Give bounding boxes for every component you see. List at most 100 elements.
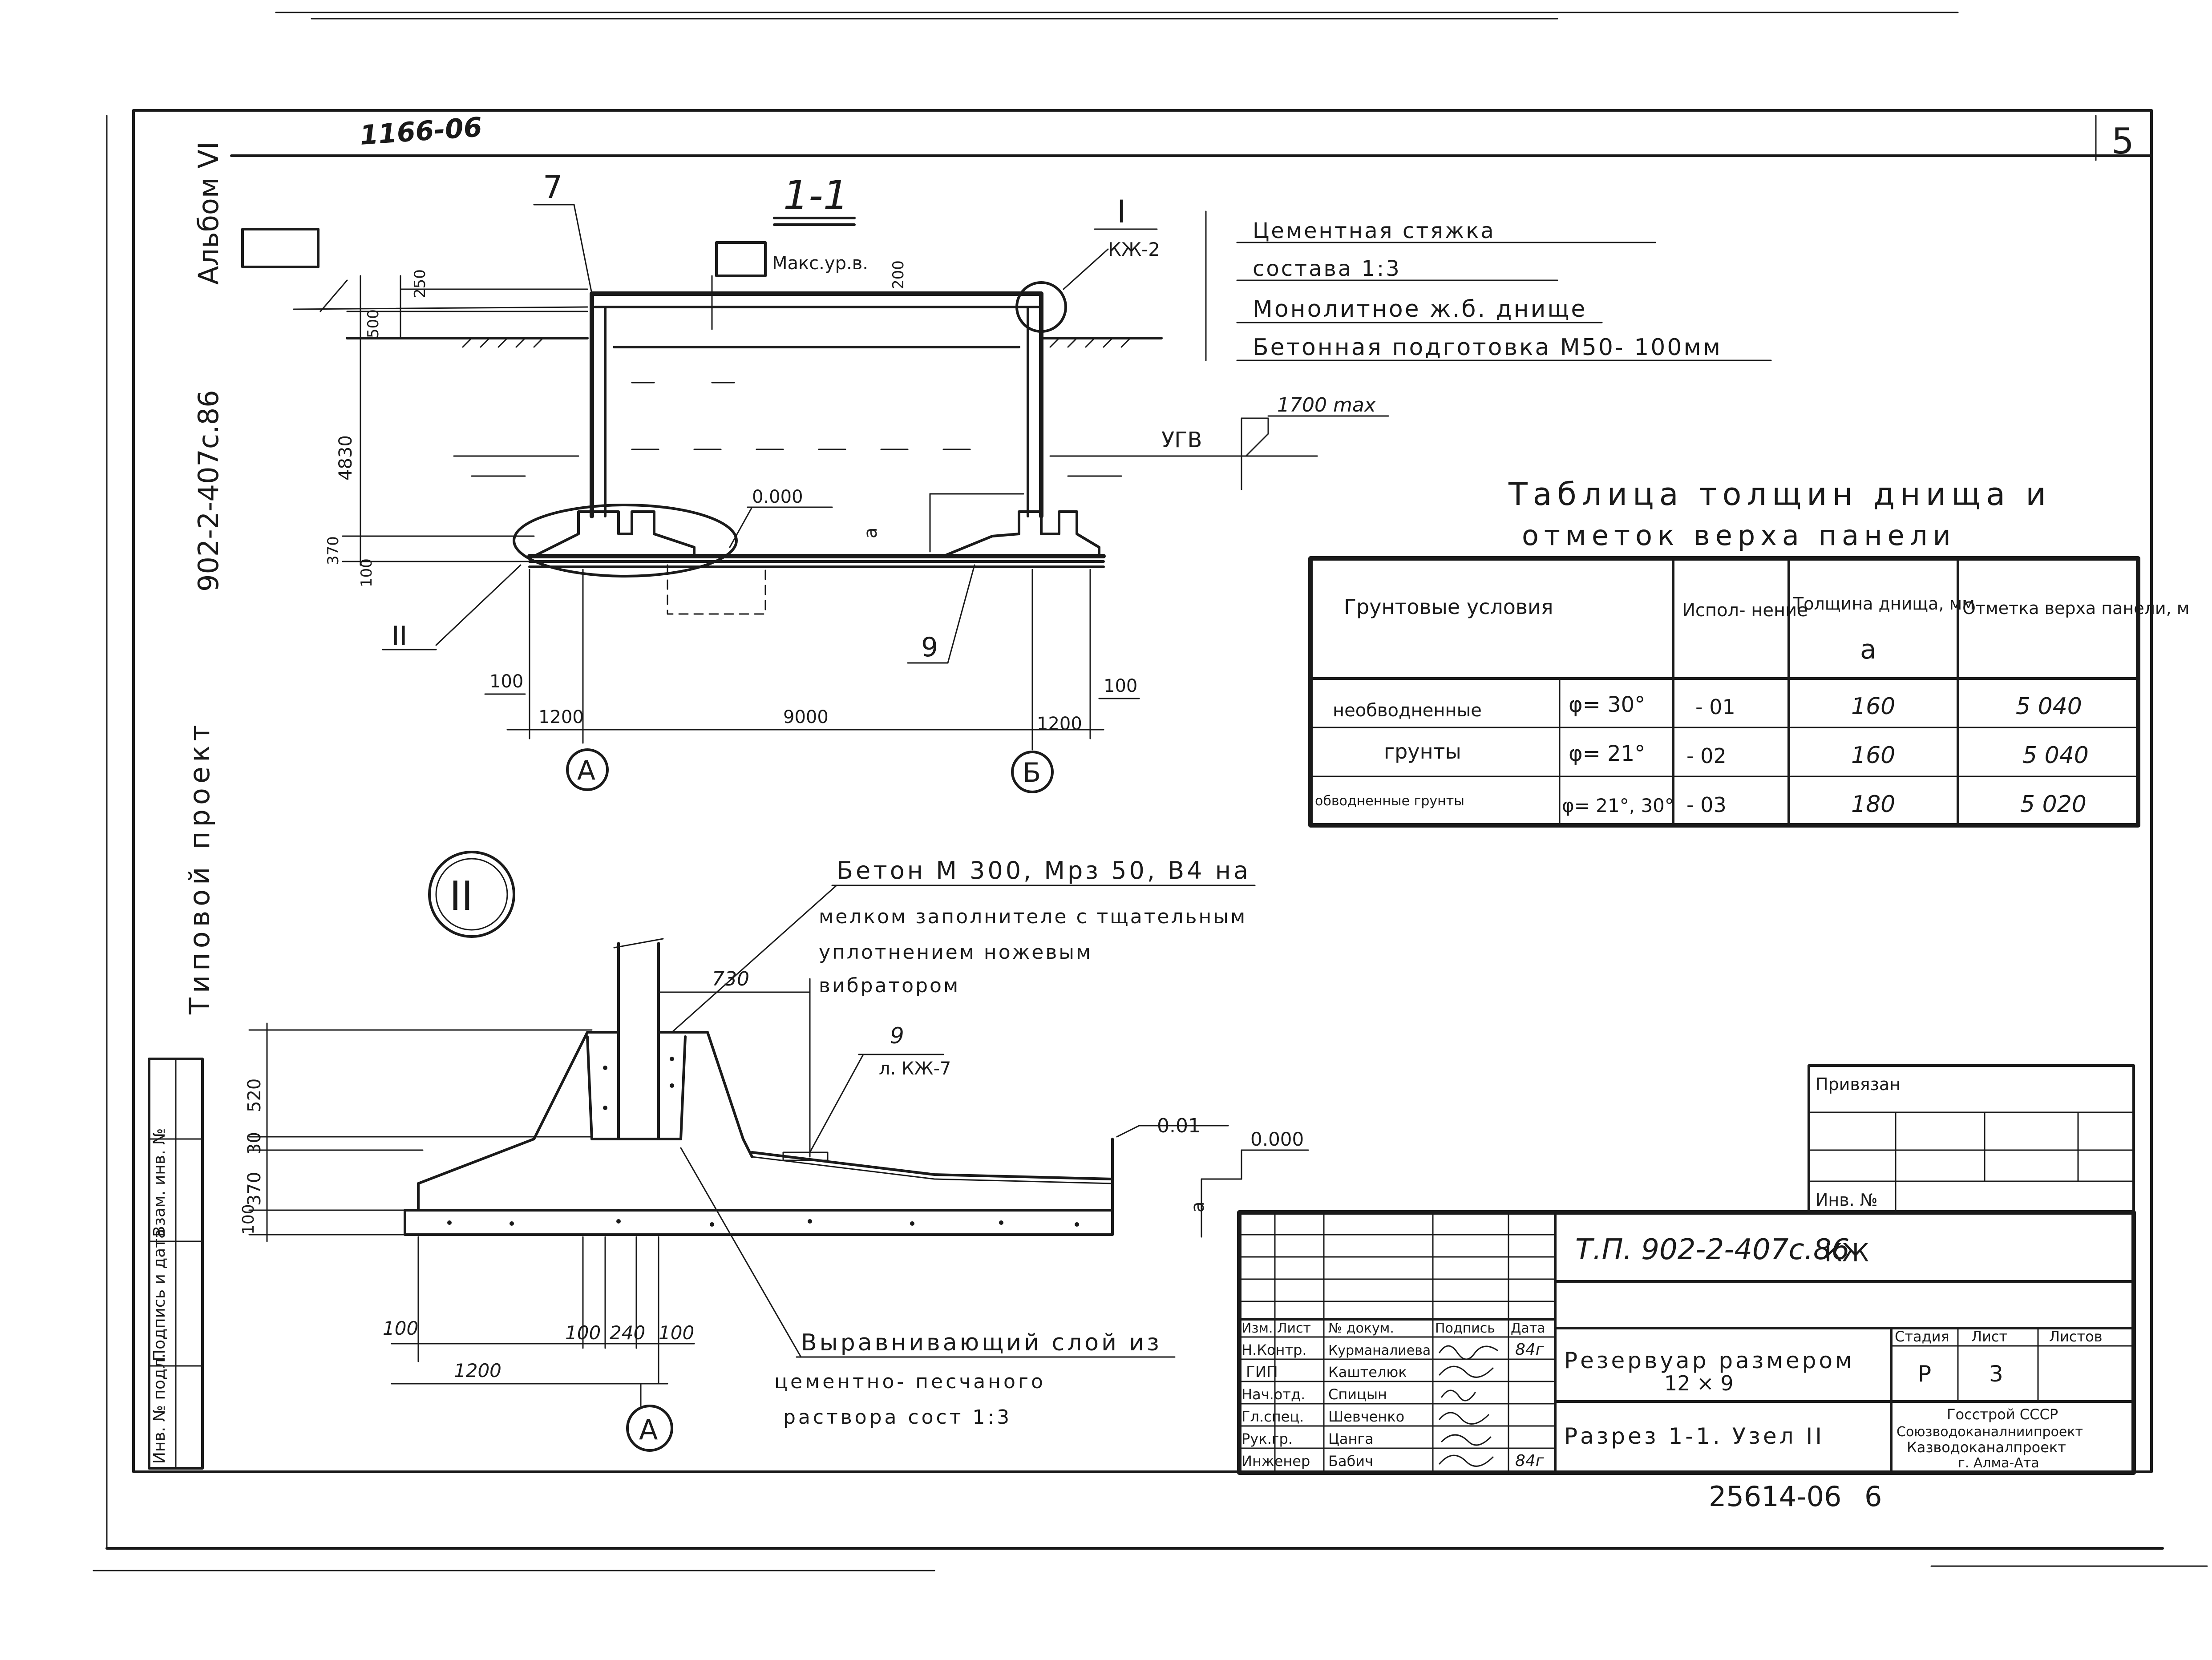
dim-100-detail: 100 [239,1204,258,1235]
dim-30: 30 [244,1132,265,1155]
org-1: Госстрой СССР [1947,1406,2058,1423]
col-mark: Отметка верха панели, м [1962,598,2189,618]
ref-sheet: л. КЖ-7 [879,1058,951,1079]
dim-1200-left: 1200 [538,707,584,727]
col-thickness-sym: а [1860,634,1876,665]
reservoir-title-1: Резервуар размером [1564,1348,1855,1373]
staff-role-2: ГИП [1246,1363,1278,1381]
leveling-note-1: Выравнивающий слой из [801,1329,1162,1356]
callout-9: 9 [921,632,938,663]
layer-4: Бетонная подготовка М50- 100мм [1253,334,1722,361]
sheet-label: Лист [1971,1328,2007,1345]
reservoir-title-2: 12 × 9 [1664,1371,1734,1395]
col-variant: Испол- нение [1682,600,1808,621]
mark-0000: 0.000 [752,487,803,507]
node-I-sheet: КЖ-2 [1108,238,1160,260]
thickness-table [1308,556,2140,828]
dim-500: 500 [364,309,382,338]
doc-code: Т.П. 902-2-407с.86 [1575,1233,1849,1266]
row3-soil: обводненные грунты [1315,793,1464,809]
layer-legend: Цементная стяжка состава 1:3 Монолитное … [1205,210,1772,361]
row2-phi: φ= 21° [1569,741,1645,766]
album-label: Альбом VI [192,141,225,285]
archive-sheet: 6 [1864,1480,1882,1513]
leveling-note-3: раствора сост 1:3 [783,1406,1012,1429]
strip-replace-label: Взам. инв. № [150,1128,169,1237]
hdr-izm: Изм. [1241,1321,1273,1336]
layer-3: Монолитное ж.б. днище [1253,296,1587,323]
concrete-dots [447,1057,1079,1227]
axis-B: Б [1023,757,1041,788]
row2-thickness: 160 [1851,742,1895,769]
dim-100-a: 100 [383,1317,418,1339]
col-thickness: Толщина днища, мм [1793,594,1975,614]
staff-name-2: Каштелюк [1328,1364,1407,1381]
org-3: Казводоканалпроект [1907,1439,2066,1456]
detail-label-a: а [1188,1201,1208,1212]
strip-sign-label: Подпись и дата [150,1229,169,1361]
concrete-note-4: вибратором [819,974,960,997]
row3-thickness: 180 [1851,791,1895,818]
staff-role-5: Рук.гр. [1241,1430,1293,1447]
staff-name-5: Цанга [1328,1430,1374,1447]
row2-variant: - 02 [1686,744,1727,768]
staff-date-1: 84г [1515,1341,1545,1359]
concrete-note-3: уплотнением ножевым [819,941,1092,964]
col-soil: Грунтовые условия [1344,595,1553,619]
detail-mark-0000: 0.000 [1250,1128,1304,1150]
stage-label: Стадия [1895,1328,1949,1345]
dim-370-detail: 370 [244,1172,265,1206]
staff-name-4: Шевченко [1328,1408,1404,1425]
dim-9000: 9000 [783,707,829,727]
staff-role-6: Инженер [1241,1453,1310,1470]
dim-730: 730 [712,968,749,990]
org-2: Союзводоканалниипроект [1897,1424,2083,1440]
node-II-detail: II Бетон М [239,851,1309,1452]
dim-100: 100 [358,558,376,587]
project-type-label: Типовой проект [183,720,216,1015]
row3-variant: - 03 [1686,793,1727,817]
max-level-label: Макс.ур.в. [772,253,868,274]
binding-block [1808,1064,2135,1214]
dim-370: 370 [324,536,342,565]
sheet-value: 3 [1989,1361,2003,1387]
dim-100-b: 100 [565,1322,601,1344]
row2-mark: 5 040 [2022,742,2089,769]
title-block [1237,1210,2136,1475]
table-title-1: Таблица толщин днища и [1508,476,2051,513]
sheet-frame [93,12,2208,1571]
section-title: 1-1 [783,172,849,219]
left-strip [148,1058,204,1470]
dim-200: 200 [890,260,907,289]
hdr-doc: № докум. [1328,1321,1394,1336]
sheet-number: 5 [2111,121,2134,162]
detail-axis-A: А [639,1414,658,1446]
table-title-2: отметок верха панели [1522,519,1956,552]
dim-4830: 4830 [336,435,356,481]
leveling-note-2: цементно- песчаного [774,1370,1046,1393]
max-1700: 1700 max [1277,394,1376,416]
hdr-list: Лист [1277,1321,1311,1336]
ground-hatch [462,337,1131,348]
water-lines [453,346,1318,477]
staff-name-6: Бабич [1328,1453,1373,1470]
dim-520: 520 [244,1078,265,1112]
section-1-1: 1-1 Макс.ур.в. [241,169,1389,793]
row1-mark: 5 040 [2016,693,2082,720]
axis-A: А [577,755,595,786]
dim-100-right: 100 [1104,676,1137,696]
callout-II: II [392,621,407,652]
node-I-label: I [1117,194,1126,230]
dim-250: 250 [411,269,429,298]
doc-mark: КЖ [1824,1239,1869,1268]
concrete-note-1: Бетон М 300, Мрз 50, В4 на [837,856,1251,885]
staff-name-1: Курманалиева [1328,1343,1431,1358]
dim-1200-right: 1200 [1037,714,1082,734]
ref-9: 9 [890,1023,904,1049]
stage-value: Р [1918,1361,1931,1387]
dim-240: 240 [610,1322,645,1344]
row2-soil: грунты [1384,739,1461,763]
layer-1: Цементная стяжка [1253,218,1496,243]
row1-phi: φ= 30° [1569,692,1645,717]
